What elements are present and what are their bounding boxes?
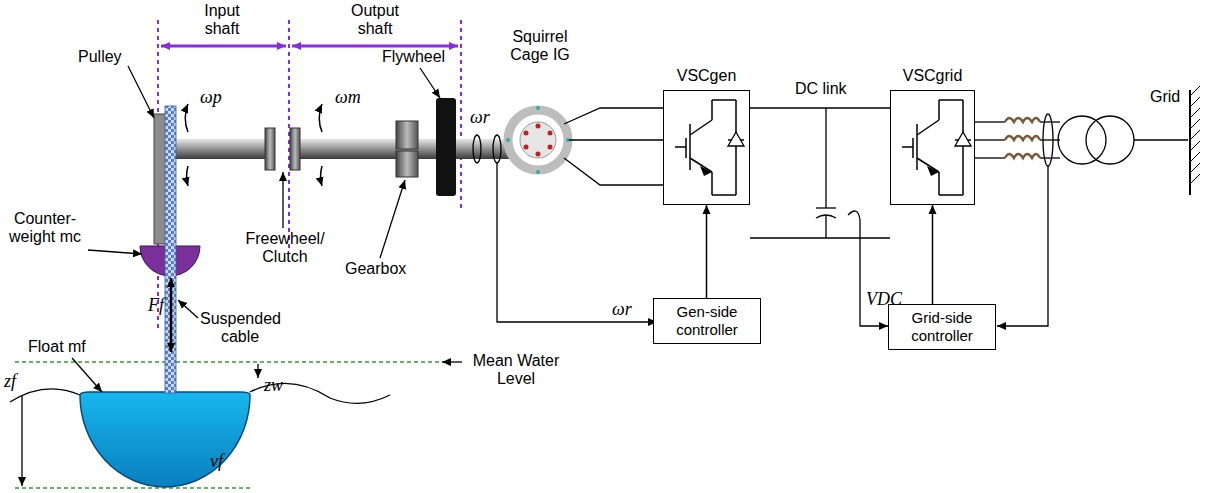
converter-label: VSCgrid xyxy=(903,67,963,85)
speed-symbol: ωr xyxy=(470,108,490,126)
part-name: Grid xyxy=(1150,88,1180,106)
part-name: Pulley xyxy=(78,48,122,66)
converter-label: VSCgen xyxy=(677,67,737,85)
section-label: Output shaft xyxy=(340,2,410,38)
connector xyxy=(750,107,890,109)
part-name: Counter-weight mc xyxy=(4,210,86,246)
connector xyxy=(932,205,934,304)
section-label: Input shaft xyxy=(192,2,252,38)
force-symbol: Ff xyxy=(148,296,164,314)
controller-label: Grid-side controller xyxy=(896,309,988,345)
part-name: Suspended cable xyxy=(200,310,280,346)
converter-box: VSCgen xyxy=(663,90,750,205)
controller-label: Gen-side controller xyxy=(661,303,753,339)
controller-box: Grid-side controller xyxy=(888,304,996,350)
signal-name: VDC xyxy=(866,290,902,308)
controller-box: Gen-side controller xyxy=(653,298,761,344)
part-name: Squirrel Cage IG xyxy=(500,28,580,64)
velocity-symbol: vf xyxy=(210,452,223,470)
part-name: Freewheel/ Clutch xyxy=(240,230,330,266)
converter-box: VSCgrid xyxy=(890,90,975,205)
signal-name: ωr xyxy=(612,300,632,318)
part-name: Float mf xyxy=(28,338,86,356)
connector xyxy=(706,205,708,298)
part-name: DC link xyxy=(795,80,847,98)
speed-symbol: ωp xyxy=(200,88,222,106)
speed-symbol: ωm xyxy=(335,88,361,106)
part-name: Mean Water Level xyxy=(466,352,566,388)
part-name: Gearbox xyxy=(345,260,406,278)
dimension-symbol: zw xyxy=(264,376,283,394)
part-name: Flywheel xyxy=(382,48,445,66)
dimension-symbol: zf xyxy=(4,372,16,390)
